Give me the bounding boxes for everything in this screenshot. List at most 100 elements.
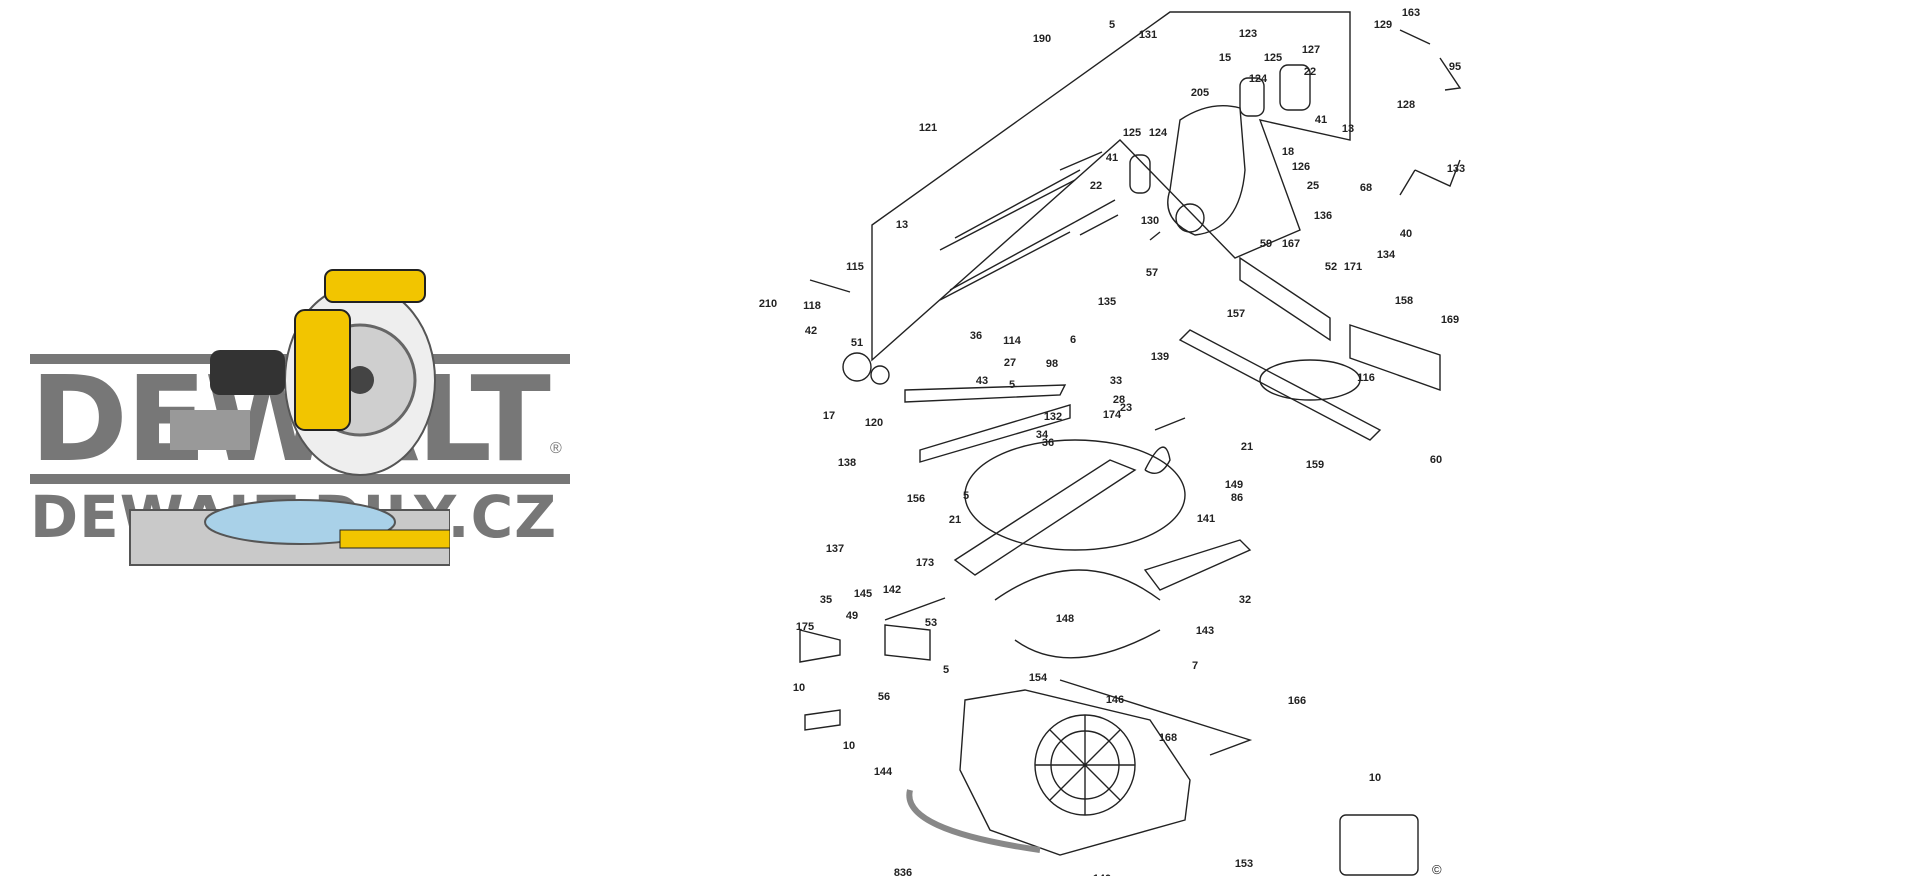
part-number-label: 168	[1159, 732, 1177, 744]
part-number-label: 35	[820, 594, 832, 606]
part-number-label: 42	[805, 325, 817, 337]
part-number-label: 43	[976, 375, 988, 387]
part-number-label: 5	[943, 664, 949, 676]
part-number-label: 18	[1282, 146, 1294, 158]
part-number-label: 190	[1033, 33, 1051, 45]
part-number-label: 153	[1235, 858, 1253, 870]
part-number-label: 126	[1292, 161, 1310, 173]
part-number-label: 13	[896, 219, 908, 231]
part-number-label: 33	[1110, 375, 1122, 387]
part-number-label: 142	[883, 584, 901, 596]
part-number-label: 36	[970, 330, 982, 342]
part-number-label: 157	[1227, 308, 1245, 320]
part-number-label: 131	[1139, 29, 1157, 41]
part-number-label: 167	[1282, 238, 1300, 250]
part-number-label: 21	[949, 514, 961, 526]
copyright-mark: ©	[1432, 862, 1442, 877]
part-number-label: 5	[1009, 379, 1015, 391]
part-number-label: 125	[1264, 52, 1282, 64]
part-number-label: 60	[1430, 454, 1442, 466]
part-number-label: 49	[846, 610, 858, 622]
part-number-label: 174	[1103, 409, 1122, 421]
part-number-label: 6	[1070, 334, 1076, 346]
part-number-label: 123	[1239, 28, 1257, 40]
part-number-label: 139	[1151, 351, 1169, 363]
part-number-label: 148	[1056, 613, 1074, 625]
part-number-label: 136	[1314, 210, 1332, 222]
part-number-label: 52	[1325, 261, 1337, 273]
part-number-label: 166	[1288, 695, 1306, 707]
part-number-label: 836	[894, 867, 912, 876]
part-number-label: 27	[1004, 357, 1016, 369]
part-number-label: 40	[1400, 228, 1412, 240]
part-number-label: 140	[1093, 873, 1111, 876]
part-number-label: 149	[1225, 479, 1243, 491]
part-number-label: 41	[1315, 114, 1327, 126]
part-number-label: 143	[1196, 625, 1214, 637]
part-number-label: 95	[1449, 61, 1461, 73]
part-number-label: 28	[1113, 394, 1125, 406]
part-number-label: 175	[796, 621, 814, 633]
part-number-label: 121	[919, 122, 937, 134]
part-number-label: 144	[874, 766, 893, 778]
part-number-label: 137	[826, 543, 844, 555]
part-number-label: 98	[1046, 358, 1058, 370]
part-number-label: 154	[1029, 672, 1048, 684]
part-number-label: 15	[1219, 52, 1231, 64]
part-number-label: 115	[846, 261, 864, 273]
part-number-label: 41	[1106, 152, 1118, 164]
part-number-label: 163	[1402, 7, 1420, 19]
part-number-label: 68	[1360, 182, 1372, 194]
part-number-label: 146	[1106, 694, 1124, 706]
part-number-label: 13	[1342, 123, 1354, 135]
part-number-label: 127	[1302, 44, 1320, 56]
part-number-label: 7	[1192, 660, 1198, 672]
part-number-label: 205	[1191, 87, 1209, 99]
part-number-label: 124	[1149, 127, 1168, 139]
part-number-label: 10	[843, 740, 855, 752]
part-number-label: 21	[1241, 441, 1253, 453]
part-number-label: 5	[963, 490, 969, 502]
part-number-label: 5	[1109, 19, 1115, 31]
part-number-label: 53	[925, 617, 937, 629]
part-number-label: 156	[907, 493, 925, 505]
part-number-label: 145	[854, 588, 872, 600]
part-number-label: 114	[1003, 335, 1022, 347]
part-number-label: 210	[759, 298, 777, 310]
part-number-label: 10	[793, 682, 805, 694]
part-number-label: 134	[1377, 249, 1396, 261]
part-number-label: 22	[1090, 180, 1102, 192]
part-number-label: 116	[1357, 372, 1375, 384]
brand-rule-bottom	[30, 474, 570, 484]
part-number-label: 120	[865, 417, 883, 429]
part-number-label: 138	[838, 457, 856, 469]
part-number-label: 159	[1306, 459, 1324, 471]
part-number-label: 128	[1397, 99, 1415, 111]
part-number-label: 59	[1260, 238, 1272, 250]
part-number-label: 57	[1146, 267, 1158, 279]
registered-mark: ®	[550, 440, 562, 457]
part-number-label: 22	[1304, 66, 1316, 78]
part-number-label: 171	[1344, 261, 1362, 273]
part-number-label: 130	[1141, 215, 1159, 227]
part-number-label: 173	[916, 557, 934, 569]
part-number-label: 10	[1369, 772, 1381, 784]
part-number-label: 125	[1123, 127, 1141, 139]
part-number-label: 133	[1447, 163, 1465, 175]
part-number-label: 158	[1395, 295, 1413, 307]
part-number-label: 51	[851, 337, 863, 349]
part-number-label: 135	[1098, 296, 1116, 308]
part-number-label: 36	[1042, 437, 1054, 449]
part-number-label: 23	[1120, 402, 1132, 414]
miter-saw-photo	[129, 269, 450, 566]
part-number-label: 56	[878, 691, 890, 703]
diagram-geometry	[799, 11, 1462, 876]
part-number-label: 129	[1374, 19, 1392, 31]
part-number-label: 34	[1036, 429, 1049, 441]
part-number-label: 169	[1441, 314, 1459, 326]
part-number-label: 124	[1249, 73, 1268, 85]
part-number-label: 141	[1197, 513, 1215, 525]
part-number-label: 25	[1307, 180, 1319, 192]
